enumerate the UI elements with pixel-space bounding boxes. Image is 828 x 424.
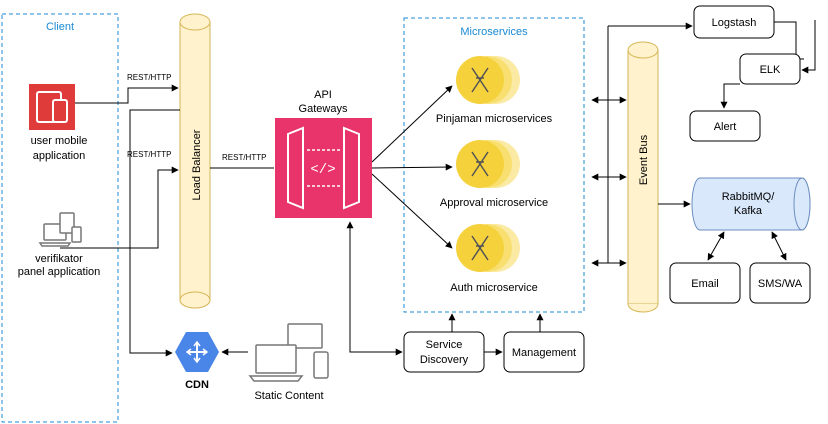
mobile-app-label-line1: user mobile	[31, 135, 88, 147]
cdn-icon	[175, 332, 219, 372]
logstash-elk-arrow	[801, 20, 816, 74]
mobile-app-icon	[29, 84, 75, 130]
queue-label-line2: Kafka	[734, 205, 763, 217]
sms-box: SMS/WA	[749, 262, 811, 304]
pinjaman-service-label: Pinjaman microservices	[436, 113, 553, 125]
logstash-box: Logstash	[693, 5, 775, 39]
management-label: Management	[512, 347, 576, 359]
auth-service-label: Auth microservice	[450, 282, 537, 294]
event-bus: Event Bus	[627, 41, 659, 313]
pinjaman-service-icon	[456, 56, 520, 104]
load-balancer-label: Load Balancer	[191, 129, 203, 200]
microservices-group: Microservices	[403, 17, 585, 313]
rest-label-top: REST/HTTP	[127, 73, 171, 82]
gateway-to-approval-edge	[371, 163, 453, 171]
api-gateway-icon: </>	[275, 118, 372, 218]
client-group-label: Client	[46, 21, 74, 33]
gateway-to-auth-edge	[371, 173, 453, 249]
panel-app-label-line2: panel application	[18, 266, 101, 278]
lb-to-cdn-edge	[129, 109, 180, 357]
email-box: Email	[669, 262, 741, 304]
approval-service-label: Approval microservice	[440, 197, 548, 209]
queue-to-email-edge	[707, 231, 725, 261]
static-content-icon	[248, 323, 329, 382]
mobile-to-lb-edge	[75, 84, 179, 104]
alert-box: Alert	[689, 110, 761, 142]
gateway-label-line1: API	[314, 89, 332, 101]
approval-service-icon	[456, 140, 520, 188]
cdn-label: CDN	[185, 379, 209, 391]
gateway-to-discovery-edge	[346, 221, 403, 356]
rest-label-bottom: REST/HTTP	[127, 150, 171, 159]
panel-app-label-line1: verifikator	[35, 253, 83, 265]
service-discovery-line2: Discovery	[420, 354, 469, 366]
mobile-app-label-line2: application	[33, 150, 86, 162]
event-bus-label: Event Bus	[638, 134, 650, 185]
service-discovery-box: Service Discovery	[403, 331, 485, 373]
load-balancer: Load Balancer	[179, 13, 211, 309]
logstash-to-elk-edge	[774, 21, 804, 60]
email-label: Email	[691, 278, 719, 290]
logstash-label: Logstash	[712, 17, 757, 29]
queue-to-sms-edge	[771, 231, 787, 261]
sms-label: SMS/WA	[758, 278, 803, 290]
static-content-label: Static Content	[254, 390, 323, 402]
microservices-group-label: Microservices	[460, 26, 528, 38]
alert-label: Alert	[714, 121, 737, 133]
panel-to-lb-edge	[60, 166, 179, 249]
queue-label-line1: RabbitMQ/	[722, 191, 776, 203]
management-box: Management	[503, 331, 585, 373]
svg-text:</>: </>	[310, 162, 335, 178]
auth-service-icon	[456, 224, 520, 272]
service-discovery-line1: Service	[426, 339, 463, 351]
queue-cylinder: RabbitMQ/ Kafka	[691, 177, 811, 231]
elk-to-alert-edge	[720, 83, 740, 109]
elk-label: ELK	[760, 64, 781, 76]
client-group: Client	[1, 13, 119, 423]
laptop-icon	[38, 212, 82, 247]
rest-label-gateway: REST/HTTP	[222, 153, 266, 162]
gateway-label-line2: Gateways	[299, 103, 348, 115]
elk-box: ELK	[739, 53, 801, 85]
gateway-to-pinjaman-edge	[371, 85, 453, 163]
